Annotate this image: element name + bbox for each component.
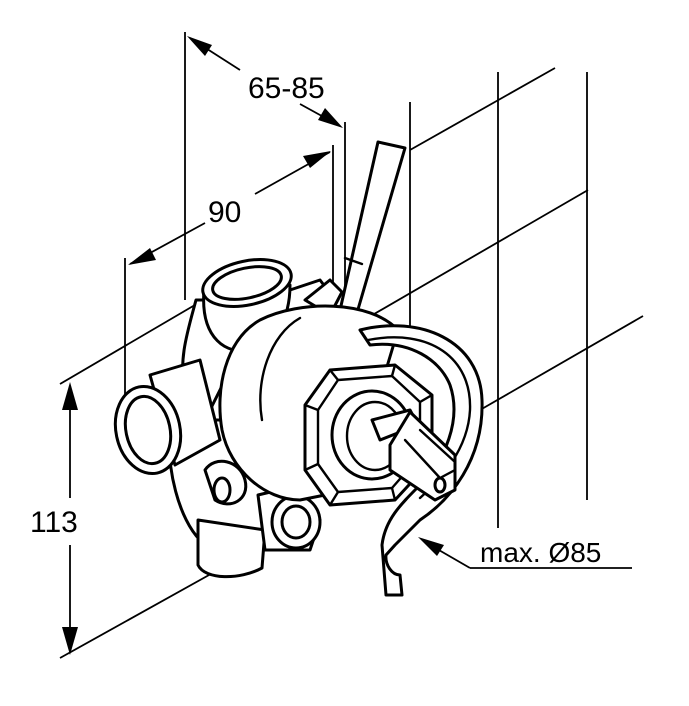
dimension-height: 113 — [30, 301, 219, 659]
dimension-width: 90 — [124, 145, 334, 400]
dimension-label-depth: 65-85 — [248, 72, 325, 105]
wall-reference-lines — [349, 67, 644, 528]
dimension-depth: 65-85 — [184, 32, 346, 300]
dimension-label-max-diameter: max. Ø85 — [480, 537, 601, 568]
dimension-label-width: 90 — [208, 196, 241, 229]
spindle — [370, 408, 457, 502]
dimension-label-height: 113 — [30, 506, 78, 539]
dimension-max-diameter: max. Ø85 — [418, 537, 632, 569]
